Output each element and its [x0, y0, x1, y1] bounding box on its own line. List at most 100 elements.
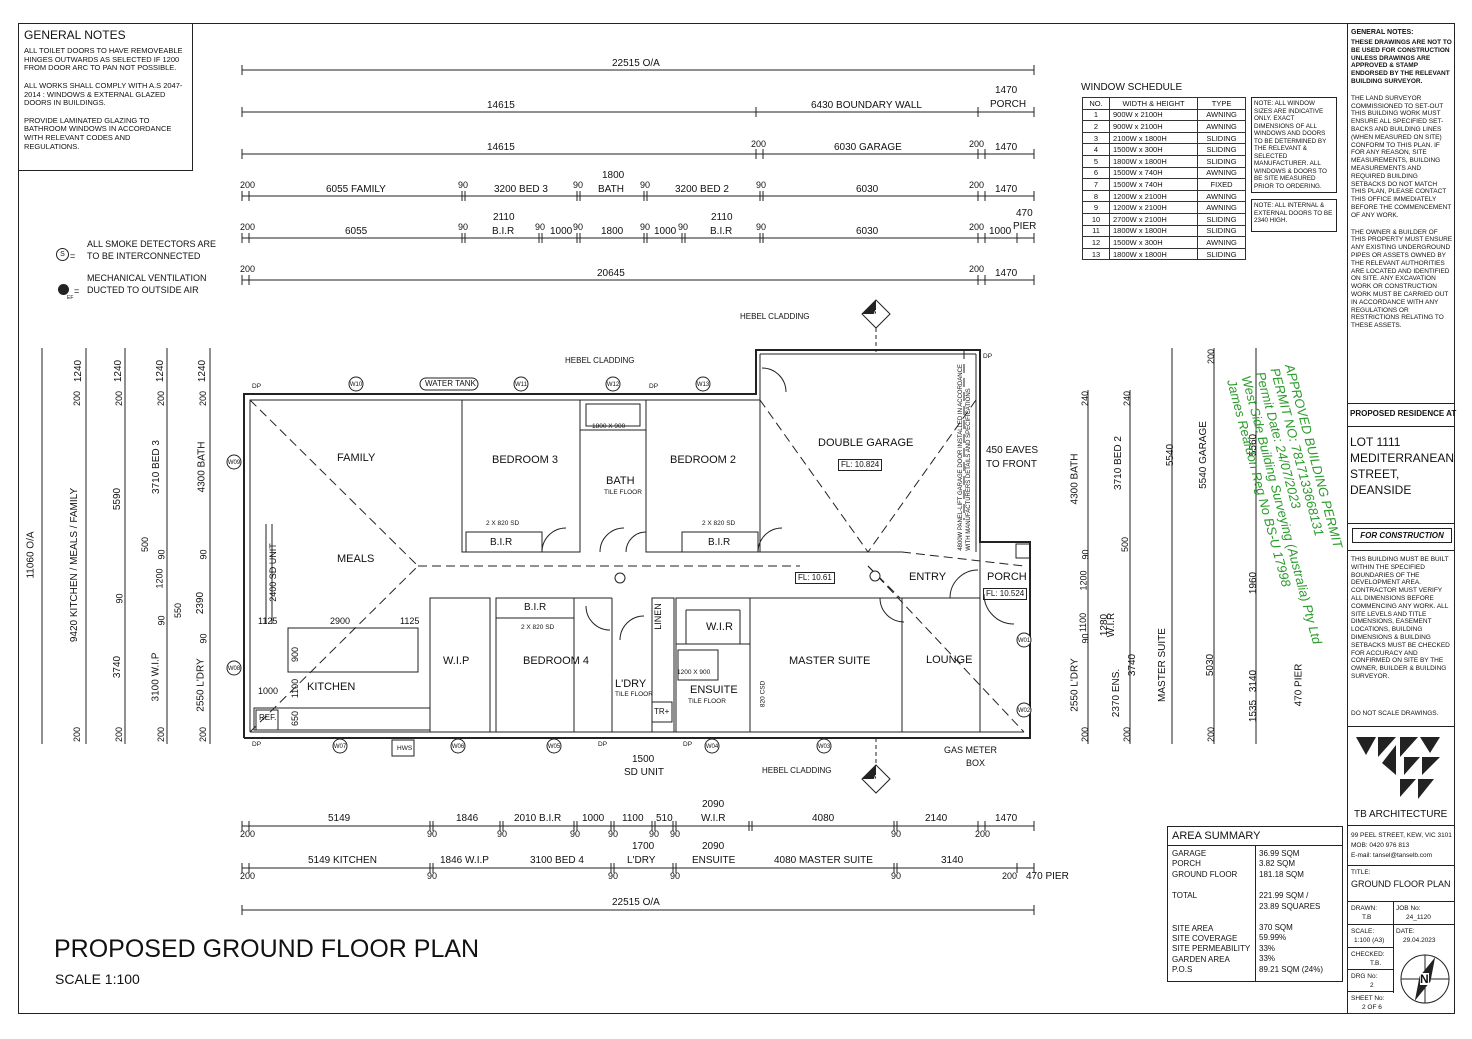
ws-cell-type: AWNING [1197, 201, 1246, 214]
dim-text: 90 [458, 222, 469, 232]
area-label: SITE PERMEABILITY [1172, 944, 1251, 954]
dim-text: 200 [240, 829, 256, 839]
dim-text: 2110 [711, 212, 733, 223]
drg-value: 2 [1370, 982, 1374, 989]
dim-text: 200 [1206, 726, 1217, 743]
sheet-value: 2 OF 6 [1362, 1004, 1382, 1011]
area-value: 33% [1259, 954, 1276, 964]
sd-unit-bottom: SD UNIT [624, 767, 664, 778]
tb-architecture-logo [1356, 737, 1440, 799]
sheet-border [18, 23, 1455, 1014]
bir-bed3: B.I.R [490, 537, 513, 548]
ws-cell-no: 6 [1082, 166, 1110, 180]
ws-cell-no: 13 [1082, 247, 1110, 261]
porch-floor-level: FL: 10.524 [983, 588, 1028, 600]
gas-box-label: BOX [966, 758, 986, 768]
ws-cell-size: 1800W x 1800H [1108, 224, 1199, 238]
dim-text: 5540 GARAGE [1197, 421, 1209, 489]
dim-text: 200 [114, 390, 125, 407]
ws-cell-type: SLIDING [1197, 154, 1246, 168]
date-value: 29.04.2023 [1403, 937, 1436, 944]
dim-text: 2140 [925, 813, 948, 824]
ws-cell-type: SLIDING [1197, 212, 1246, 226]
ws-cell-type: AWNING [1197, 189, 1246, 203]
dim-text: 9420 KITCHEN / MEALS / FAMILY [69, 487, 81, 643]
ws-cell-type: AWNING [1197, 236, 1246, 249]
ws-cell-no: 7 [1082, 178, 1110, 191]
dim-text: 90 [497, 829, 508, 839]
dim-text: 3710 BED 3 [150, 440, 162, 494]
area-label: GROUND FLOOR [1172, 869, 1238, 879]
area-value: 33% [1259, 943, 1276, 953]
dim-overall-bottom: 22515 O/A [612, 897, 660, 908]
dim-text: 4080 MASTER SUITE [774, 855, 873, 866]
checked-label: CHECKED: [1351, 951, 1385, 958]
scale-value: 1:100 (A3) [1354, 937, 1385, 944]
room-entry: ENTRY [909, 571, 947, 583]
ensuite-door-size: 820 CSD [759, 680, 767, 708]
title-panel: GENERAL NOTES: THESE DRAWINGS ARE NOT TO… [1347, 23, 1457, 1014]
ws-cell-no: 9 [1082, 201, 1110, 214]
kitchen-dim: 1125 [400, 616, 420, 626]
bir-bed2: B.I.R [708, 537, 731, 548]
dim-text: 2550 L'DRY [1069, 658, 1081, 712]
ws-cell-size: 900W x 2100H [1108, 120, 1199, 133]
area-value: 36.99 SQM [1259, 849, 1300, 858]
window-tag: W08 [228, 666, 241, 672]
no-scale-note: DO NOT SCALE DRAWINGS. [1351, 710, 1439, 717]
ws-cell-type: SLIDING [1197, 131, 1246, 145]
dim-text: 200 [1002, 871, 1018, 881]
title-label: TITLE: [1351, 869, 1371, 876]
exhaust-fan-label: EF [67, 295, 74, 301]
dim-text: 6030 [856, 226, 879, 237]
room-laundry: L'DRY [615, 678, 647, 690]
ws-col-size: WIDTH & HEIGHT [1108, 97, 1199, 110]
dim-text: 200 [240, 222, 256, 232]
window-tag: W01 [1018, 638, 1031, 644]
dim-text: MASTER SUITE [1156, 628, 1168, 702]
water-tank-label: WATER TANK [425, 379, 476, 388]
dim-text: 6055 FAMILY [326, 184, 386, 195]
ws-cell-type: AWNING [1197, 166, 1246, 180]
ws-cell-type: SLIDING [1197, 143, 1246, 156]
dim-text: 1200 [1078, 570, 1089, 591]
window-tag: W06 [452, 744, 465, 750]
room-wip: W.I.P [443, 655, 470, 667]
room-meals: MEALS [337, 553, 375, 565]
vent-legend-line1: MECHANICAL VENTILATION [87, 273, 207, 283]
dim-text: 200 [1206, 348, 1217, 365]
scale-label: SCALE: [1351, 928, 1375, 935]
proposed-residence: PROPOSED RESIDENCE AT [1350, 409, 1457, 418]
dim-text: 240 [1080, 390, 1091, 407]
area-label: P.O.S [1172, 965, 1193, 975]
garage-floor-level: FL: 10.824 [838, 459, 883, 471]
drawing-title: PROPOSED GROUND FLOOR PLAN [54, 935, 480, 963]
dim-text: 500 [1120, 536, 1131, 553]
window-tag: W07 [334, 744, 347, 750]
window-tag: W04 [706, 744, 719, 750]
dim-text: 1470 [995, 142, 1018, 153]
dim-text: 200 [72, 390, 83, 407]
ensuite-shower-size: 1200 X 900 [677, 669, 711, 676]
window-tag: W10 [350, 382, 363, 388]
dim-text: 1800 [601, 226, 624, 237]
bath-floor: TILE FLOOR [604, 489, 642, 496]
ws-cell-type: AWNING [1197, 108, 1246, 122]
dim-text: 1000 [550, 226, 573, 237]
dim-text: 90 [670, 829, 681, 839]
trough-label: TR+ [654, 707, 670, 716]
ws-cell-size: 2100W x 1800H [1108, 131, 1199, 145]
drg-label: DRG No: [1351, 973, 1378, 980]
bir-doors-bed4: 2 X 820 SD [521, 624, 555, 631]
ensuite-floor: TILE FLOOR [688, 698, 726, 705]
sheet-label: SHEET No: [1351, 995, 1385, 1002]
north-label: N [1420, 972, 1429, 986]
dim-text: 3200 BED 2 [675, 184, 729, 195]
downpipe-label: DP [683, 741, 693, 748]
downpipe-label: DP [649, 383, 659, 390]
